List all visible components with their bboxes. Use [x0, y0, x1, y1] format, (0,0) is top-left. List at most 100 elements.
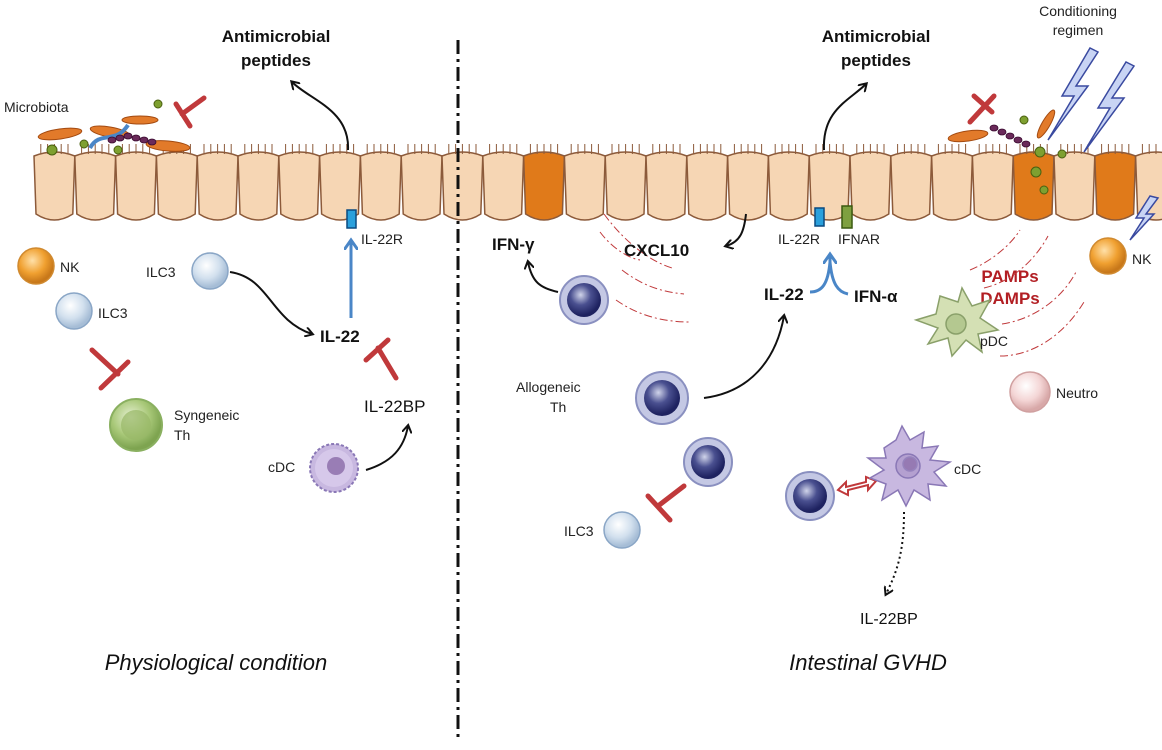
epithelial-cell	[155, 151, 198, 221]
microvilli	[407, 144, 436, 154]
right-amp-label-line2: peptides	[841, 51, 911, 70]
right-nk-label: NK	[1132, 251, 1152, 267]
microvilli	[1019, 144, 1048, 154]
microvilli	[81, 144, 110, 154]
microvilli	[978, 144, 1007, 154]
syngeneic-th-label-line1: Syngeneic	[174, 407, 239, 423]
right-ilc3-cell	[603, 511, 641, 549]
right-amp-arrow	[822, 84, 866, 151]
left-cdc-cell	[309, 443, 359, 493]
microvilli	[774, 144, 803, 154]
right-microbiota-cluster	[947, 109, 1067, 195]
left-il22r-label: IL-22R	[361, 231, 403, 247]
microvilli	[693, 144, 722, 154]
epithelial-cell	[522, 151, 566, 221]
microvilli	[529, 144, 559, 154]
cdc-to-right-il22bp-arrow	[886, 511, 905, 594]
signal-waves-ifng	[599, 213, 691, 323]
left-il22bp-label: IL-22BP	[364, 397, 425, 416]
right-caption: Intestinal GVHD	[789, 650, 947, 675]
ifng-label: IFN-γ	[492, 235, 535, 254]
epithelial-cell	[1012, 151, 1055, 221]
microvilli	[121, 144, 151, 154]
cdc-partner-th-cell	[785, 471, 835, 521]
microvilli	[203, 144, 232, 154]
allogeneic-th-label-line2: Th	[550, 399, 566, 415]
syngeneic-th-nucleus	[121, 410, 151, 440]
ifng-th-cell	[559, 275, 609, 325]
microvilli	[1141, 144, 1157, 154]
left-ilc3-cell-a	[55, 292, 93, 330]
inhibiting-th-cell	[683, 437, 733, 487]
left-amp-arrow	[292, 82, 350, 151]
th-cdc-double-arrow	[836, 475, 878, 497]
cxcl10-label: CXCL10	[624, 241, 689, 260]
epithelial-cell	[400, 151, 443, 221]
syngeneic-th-label-line2: Th	[174, 427, 190, 443]
left-nk-cell	[17, 247, 55, 285]
microvilli	[570, 144, 599, 154]
microvilli	[285, 144, 314, 154]
left-amp-label-line1: Antimicrobial	[222, 27, 331, 46]
epithelial-cell	[441, 151, 484, 221]
microvilli	[733, 144, 763, 154]
signal-waves-pdc	[969, 229, 1085, 357]
left-cdc-label: cDC	[268, 459, 295, 475]
epithelial-cell	[196, 151, 239, 221]
microbiota-cluster	[37, 99, 191, 156]
epithelial-cell	[237, 151, 280, 221]
neutro-label: Neutro	[1056, 385, 1098, 401]
epithelial-cell	[686, 151, 729, 221]
left-nk-label: NK	[60, 259, 80, 275]
il22bp-inhibit	[363, 337, 399, 381]
right-il22-label: IL-22	[764, 285, 804, 304]
neutro-cell	[1009, 371, 1051, 413]
microbiota-label: Microbiota	[4, 99, 69, 115]
microvilli	[448, 144, 477, 154]
right-il22r-label: IL-22R	[778, 231, 820, 247]
epithelial-cell	[563, 151, 606, 221]
right-microbiota-inhibit	[967, 93, 997, 125]
left-ilc3-cell-b	[191, 252, 229, 290]
microvilli	[366, 144, 395, 154]
left-ilc3-inhibit	[89, 347, 131, 391]
cdc-to-il22bp-arrow	[365, 426, 408, 471]
left-ilc3-label-b: ILC3	[146, 264, 176, 280]
epithelial-cell	[74, 151, 117, 221]
lightning-bolt-icon	[1047, 47, 1160, 241]
right-cdc-cell	[865, 424, 953, 508]
intestinal-epithelium	[33, 144, 1162, 221]
epithelial-cell	[767, 151, 810, 221]
microvilli	[244, 144, 273, 154]
microvilli	[611, 144, 640, 154]
microvilli	[815, 144, 844, 154]
right-cdc-label: cDC	[954, 461, 981, 477]
allogeneic-th-cell	[635, 371, 689, 425]
left-il22-label: IL-22	[320, 327, 360, 346]
left-microbiota-inhibit	[173, 95, 207, 129]
ifna-label: IFN-α	[854, 287, 898, 306]
right-il22r-receptor	[814, 207, 825, 227]
pdc-cell	[913, 286, 1000, 358]
damps-label: DAMPs	[980, 289, 1040, 308]
epithelial-cell	[645, 151, 688, 221]
microvilli	[652, 144, 681, 154]
epithelial-cell	[114, 151, 158, 221]
allogeneic-to-il22-arrow	[703, 316, 784, 399]
conditioning-label-line2: regimen	[1053, 22, 1104, 38]
ilc3-to-il22-arrow	[229, 271, 312, 334]
epithelial-cell	[971, 151, 1014, 221]
ifnar-label: IFNAR	[838, 231, 880, 247]
epithelial-cell	[359, 151, 402, 221]
ifnar-receptor	[841, 205, 853, 229]
epithelial-cell	[849, 151, 892, 221]
th-inhibit-ilc3	[645, 483, 687, 523]
microvilli	[937, 144, 967, 154]
microvilli	[1060, 144, 1089, 154]
right-panel: Antimicrobial peptides Conditioning regi…	[492, 3, 1160, 675]
epithelial-cell	[482, 151, 525, 221]
epithelial-cell	[726, 151, 770, 221]
conditioning-label-line1: Conditioning	[1039, 3, 1117, 19]
